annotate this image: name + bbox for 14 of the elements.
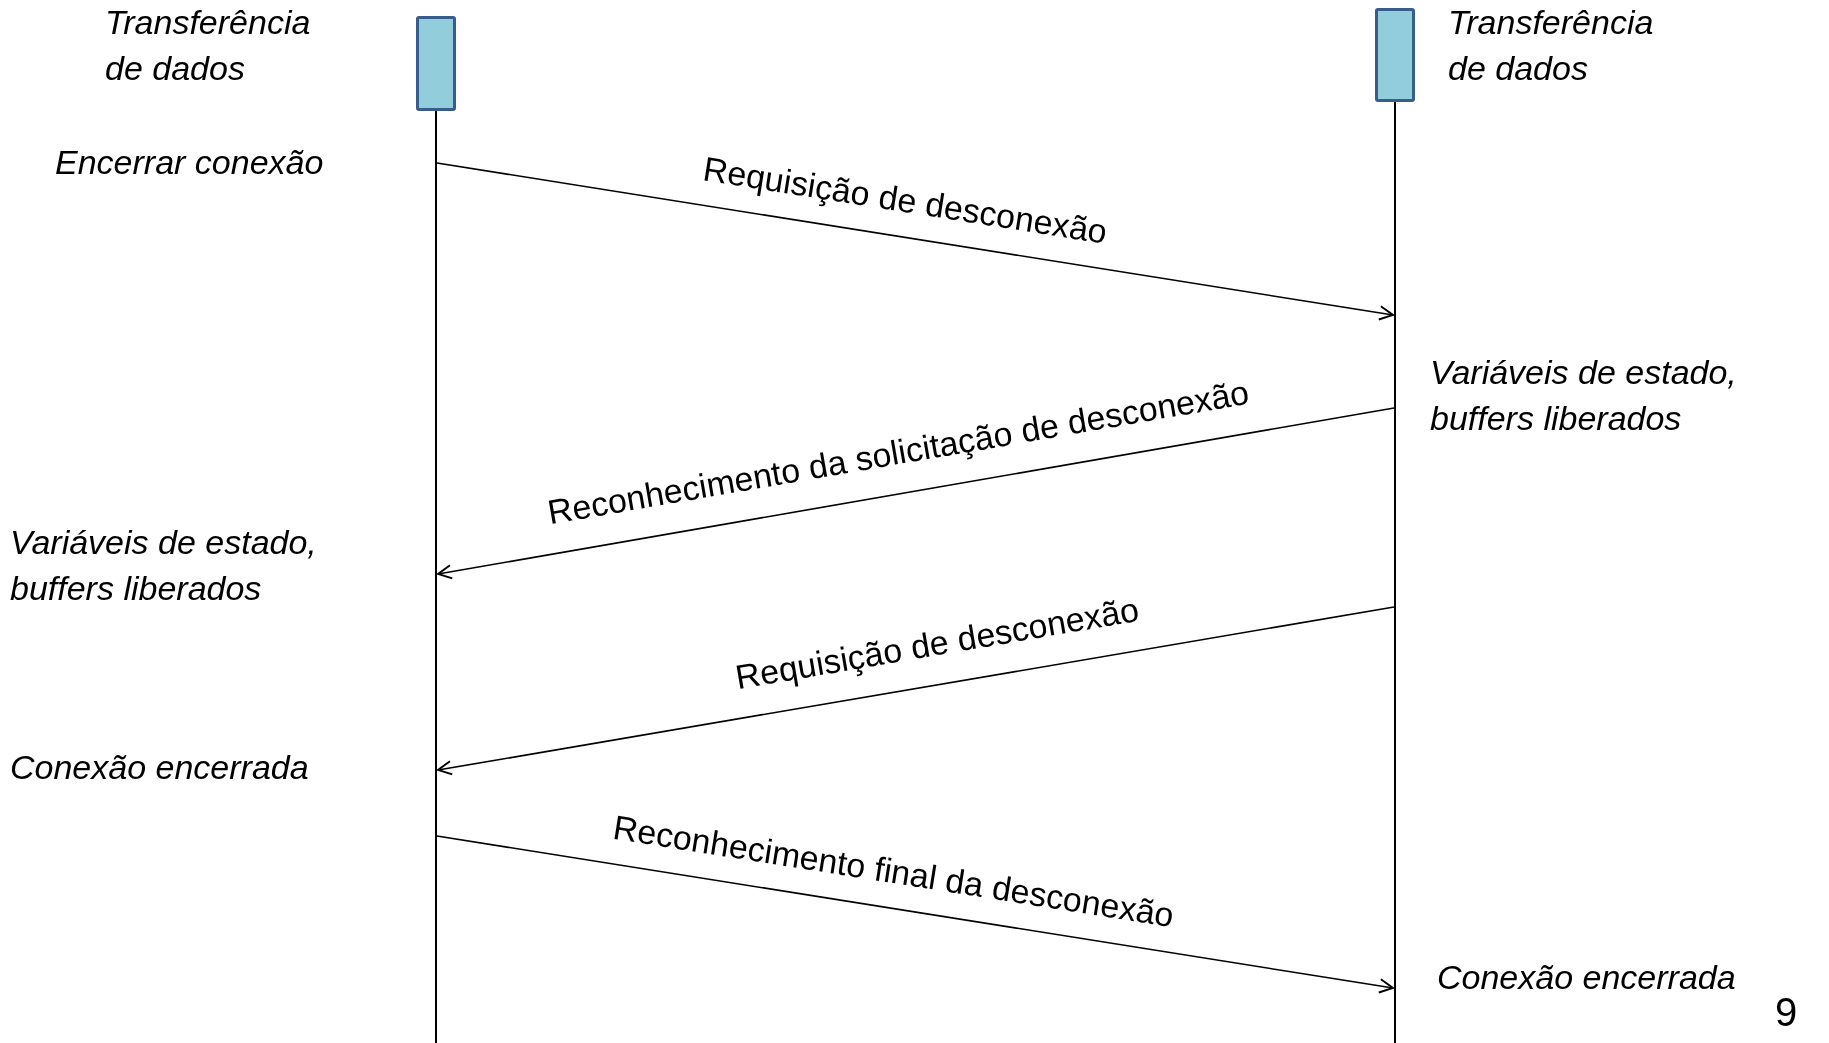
state-note: Conexão encerrada (1437, 957, 1737, 998)
state-note: Variáveis de estado, buffers liberados (10, 522, 318, 609)
participant-label: Transferência de dados (1448, 2, 1655, 89)
participant-label: Transferência de dados (105, 2, 312, 89)
state-note: Conexão encerrada (10, 747, 310, 788)
arrow (437, 407, 1395, 580)
state-note: Variáveis de estado, buffers liberados (1430, 352, 1738, 439)
lifeline (1375, 8, 1415, 1043)
state-note: Encerrar conexão (55, 142, 325, 183)
arrow (436, 835, 1394, 994)
slide-number: 9 (1775, 989, 1799, 1036)
lifeline (416, 16, 456, 1043)
arrow (437, 606, 1395, 776)
arrow (436, 162, 1394, 321)
